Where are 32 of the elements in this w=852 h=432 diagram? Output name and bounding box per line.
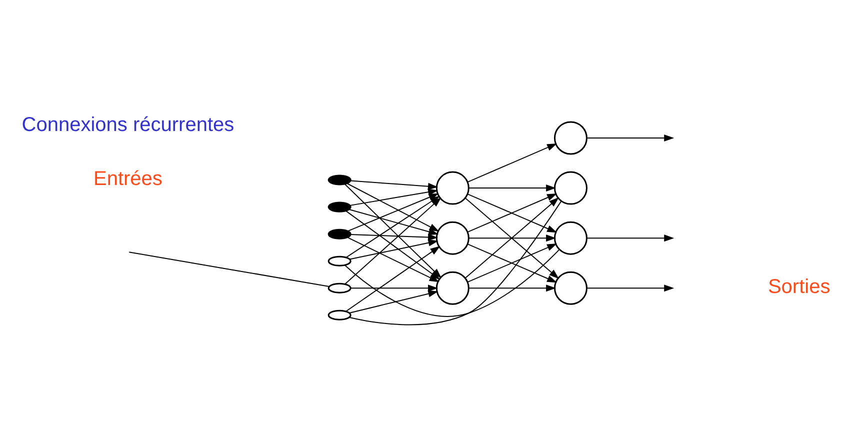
node-ellipse	[328, 282, 352, 293]
label: Connexions récurrentes	[22, 114, 234, 136]
arrow	[350, 233, 438, 240]
arrow	[586, 134, 674, 142]
arrow	[586, 284, 674, 292]
node-ellipse	[328, 201, 352, 212]
node-ellipse	[328, 228, 352, 239]
connector	[344, 248, 560, 316]
node-circle	[554, 170, 588, 204]
arrow	[350, 180, 438, 190]
label: Entrées	[94, 168, 162, 190]
arrow	[348, 290, 438, 313]
node-circle	[554, 220, 588, 254]
node-circle	[436, 170, 470, 204]
arrow	[349, 238, 438, 260]
node-circle	[554, 270, 588, 304]
node-ellipse	[328, 309, 352, 320]
connector	[348, 200, 562, 325]
arrow	[468, 284, 556, 292]
arrow	[468, 234, 556, 242]
node-ellipse	[328, 255, 352, 266]
node-circle	[554, 120, 588, 154]
connector	[128, 251, 330, 286]
node-circle	[436, 270, 470, 304]
arrow	[348, 208, 439, 235]
arrow	[586, 234, 674, 242]
arrow	[468, 184, 556, 192]
arrow	[467, 142, 558, 182]
label: Sorties	[768, 276, 830, 298]
node-ellipse	[328, 174, 352, 185]
node-circle	[436, 220, 470, 254]
arrow	[350, 284, 438, 292]
